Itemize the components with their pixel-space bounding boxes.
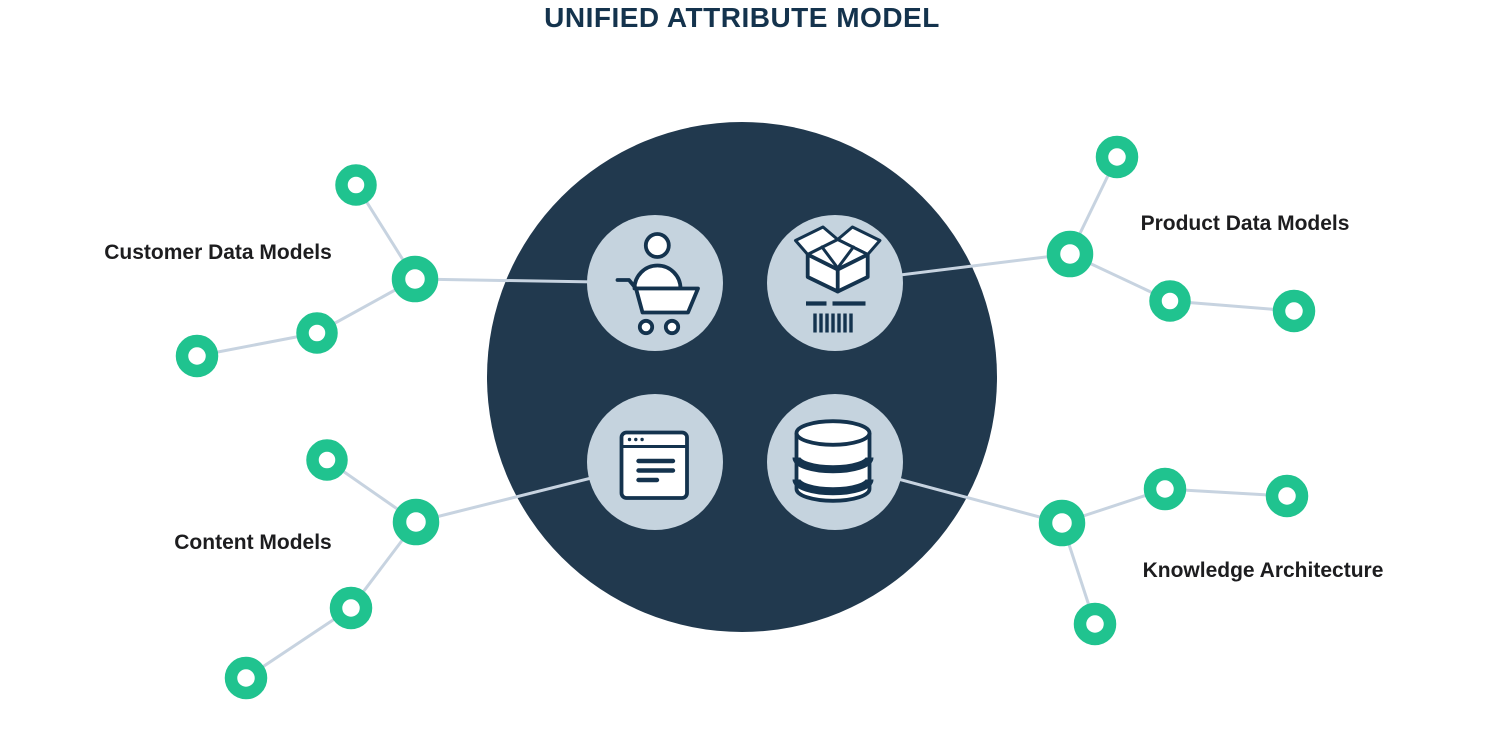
browser-dot — [634, 437, 638, 442]
barcode — [813, 313, 853, 333]
database-band — [792, 456, 874, 474]
cluster-label-content-models: Content Models — [174, 531, 332, 554]
open-box-barcode-icon — [794, 225, 882, 333]
box-inner-fold — [820, 245, 840, 270]
cart-wheel — [637, 318, 655, 336]
graph-node — [224, 656, 268, 700]
database-band — [792, 478, 874, 496]
graph-node — [1272, 289, 1316, 333]
cluster-label-knowledge-architecture: Knowledge Architecture — [1143, 559, 1384, 582]
graph-node — [1143, 467, 1187, 511]
graph-node — [1265, 474, 1309, 518]
browser-dot — [627, 437, 632, 442]
graph-hub-node — [1046, 230, 1094, 278]
graph-node — [175, 334, 219, 378]
diagram-title: UNIFIED ATTRIBUTE MODEL — [544, 2, 940, 33]
graph-hub-node — [392, 498, 440, 546]
cart-wheel — [663, 318, 681, 336]
graph-node — [296, 312, 338, 354]
cluster-product-data-models: Product Data Models — [1046, 135, 1350, 333]
graph-node — [1073, 602, 1117, 646]
person-head — [643, 232, 671, 259]
cluster-content-models: Content Models — [174, 439, 440, 700]
person-shoulders — [632, 263, 683, 291]
cart-handle — [615, 278, 638, 291]
graph-hub-node — [1038, 499, 1086, 547]
cluster-customer-data-models: Customer Data Models — [104, 164, 439, 378]
browser-page-icon — [619, 430, 689, 500]
graph-node — [335, 164, 377, 206]
browser-window — [619, 430, 689, 500]
database-top — [794, 419, 872, 447]
cart-person-icon — [615, 232, 700, 336]
central-hub-circle — [487, 122, 997, 632]
graph-node — [329, 586, 373, 630]
browser-dot — [640, 437, 644, 442]
graph-node — [1149, 280, 1191, 322]
cluster-label-product-data-models: Product Data Models — [1141, 212, 1350, 235]
cluster-knowledge-architecture: Knowledge Architecture — [1038, 467, 1384, 646]
cluster-label-customer-data-models: Customer Data Models — [104, 241, 332, 264]
graph-node — [306, 439, 348, 481]
graph-node — [1095, 135, 1139, 179]
box-inner-fold — [836, 245, 855, 270]
database-icon — [792, 419, 874, 503]
graph-hub-node — [391, 255, 439, 303]
cart-basket — [634, 286, 700, 315]
